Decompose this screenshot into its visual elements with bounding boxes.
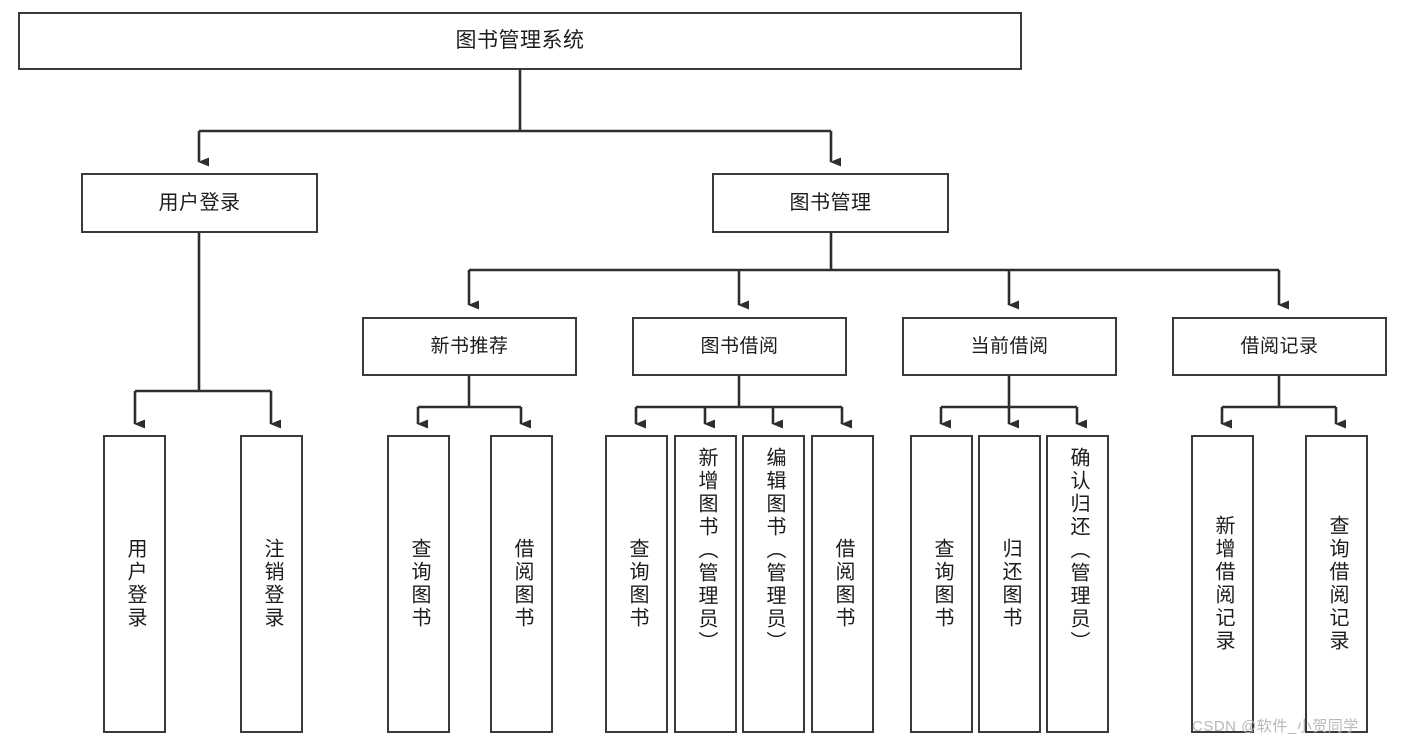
node-new-book-recommend-label: 新书推荐 bbox=[430, 335, 509, 357]
node-leaf-edit-book-admin[interactable]: 编辑图书（管理员） bbox=[742, 435, 805, 733]
node-leaf-borrow-book-1[interactable]: 借阅图书 bbox=[490, 435, 553, 733]
node-current-borrow-label: 当前借阅 bbox=[970, 335, 1049, 357]
node-leaf-borrow-book-1-label: 借阅图书 bbox=[511, 538, 533, 630]
node-book-borrow[interactable]: 图书借阅 bbox=[632, 317, 847, 376]
node-leaf-return-book[interactable]: 归还图书 bbox=[978, 435, 1041, 733]
node-leaf-query-book-1[interactable]: 查询图书 bbox=[387, 435, 450, 733]
node-leaf-confirm-return-admin-label: 确认归还（管理员） bbox=[1067, 447, 1089, 654]
node-leaf-confirm-return-admin[interactable]: 确认归还（管理员） bbox=[1046, 435, 1109, 733]
node-current-borrow[interactable]: 当前借阅 bbox=[902, 317, 1117, 376]
node-leaf-user-login-label: 用户登录 bbox=[124, 538, 146, 630]
node-leaf-logout-login[interactable]: 注销登录 bbox=[240, 435, 303, 733]
node-borrow-record[interactable]: 借阅记录 bbox=[1172, 317, 1387, 376]
node-leaf-user-login[interactable]: 用户登录 bbox=[103, 435, 166, 733]
node-book-manage[interactable]: 图书管理 bbox=[712, 173, 949, 233]
node-leaf-query-borrow-record-label: 查询借阅记录 bbox=[1326, 515, 1348, 653]
node-user-login-label: 用户登录 bbox=[158, 191, 241, 214]
node-leaf-query-book-1-label: 查询图书 bbox=[408, 538, 430, 630]
node-leaf-query-book-3-label: 查询图书 bbox=[931, 538, 953, 630]
node-borrow-record-label: 借阅记录 bbox=[1240, 335, 1319, 357]
node-new-book-recommend[interactable]: 新书推荐 bbox=[362, 317, 577, 376]
node-leaf-query-book-2-label: 查询图书 bbox=[626, 538, 648, 630]
node-leaf-borrow-book-2[interactable]: 借阅图书 bbox=[811, 435, 874, 733]
node-leaf-logout-login-label: 注销登录 bbox=[261, 538, 283, 630]
node-leaf-query-book-3[interactable]: 查询图书 bbox=[910, 435, 973, 733]
node-root-label: 图书管理系统 bbox=[455, 29, 585, 53]
node-book-borrow-label: 图书借阅 bbox=[700, 335, 779, 357]
node-book-manage-label: 图书管理 bbox=[789, 191, 872, 214]
node-leaf-edit-book-admin-label: 编辑图书（管理员） bbox=[763, 447, 785, 654]
node-leaf-return-book-label: 归还图书 bbox=[999, 538, 1021, 630]
csdn-watermark: CSDN @软件_小贺同学 bbox=[1192, 718, 1359, 735]
node-leaf-add-book-admin[interactable]: 新增图书（管理员） bbox=[674, 435, 737, 733]
node-leaf-borrow-book-2-label: 借阅图书 bbox=[832, 538, 854, 630]
node-leaf-add-book-admin-label: 新增图书（管理员） bbox=[695, 447, 717, 654]
node-root[interactable]: 图书管理系统 bbox=[18, 12, 1022, 70]
node-leaf-add-borrow-record-label: 新增借阅记录 bbox=[1212, 515, 1234, 653]
node-leaf-add-borrow-record[interactable]: 新增借阅记录 bbox=[1191, 435, 1254, 733]
node-user-login[interactable]: 用户登录 bbox=[81, 173, 318, 233]
node-leaf-query-book-2[interactable]: 查询图书 bbox=[605, 435, 668, 733]
node-leaf-query-borrow-record[interactable]: 查询借阅记录 bbox=[1305, 435, 1368, 733]
